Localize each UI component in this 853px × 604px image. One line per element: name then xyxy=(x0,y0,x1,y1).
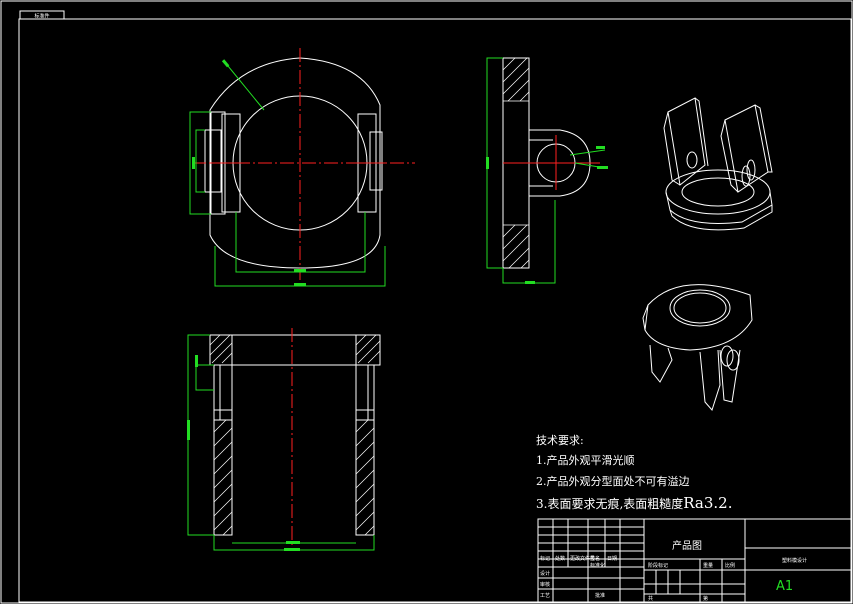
tb-label-change-doc: 更改文件号 xyxy=(570,556,596,562)
side-view xyxy=(486,57,608,284)
inner-frame xyxy=(18,18,852,603)
tb-label-weight: 重量 xyxy=(703,563,714,569)
tb-label-mark: 标记 xyxy=(540,556,551,562)
tb-label-sign: 签名 xyxy=(590,556,601,562)
company-name: 塑料模设计 xyxy=(782,558,808,564)
sheet-size: A1 xyxy=(776,579,794,594)
corner-label-box: 标准件 xyxy=(19,10,65,20)
tb-label-designer: 设计 xyxy=(540,571,551,577)
tb-label-sheet-no: 第 xyxy=(703,596,709,602)
tech-req-item-3-text: 3.表面要求无痕,表面粗糙度 xyxy=(536,497,684,511)
top-view xyxy=(189,48,415,287)
title-block xyxy=(537,518,852,603)
section-view xyxy=(187,328,381,551)
tech-req-item-1: 1.产品外观平滑光顺 xyxy=(536,454,635,467)
tb-label-date: 日期 xyxy=(607,556,618,562)
tb-label-count: 处数 xyxy=(555,556,566,562)
tb-label-scale: 比例 xyxy=(725,563,736,569)
drawing-name: 产品图 xyxy=(672,541,702,552)
tb-label-sheet-total: 共 xyxy=(648,596,654,602)
flange-outline xyxy=(209,57,381,269)
tech-req-item-3: 3.表面要求无痕,表面粗糙度Ra3.2. xyxy=(536,494,732,512)
corner-label: 标准件 xyxy=(34,13,49,20)
tb-label-approve: 批准 xyxy=(595,593,606,599)
tb-label-craft: 工艺 xyxy=(540,593,551,599)
technical-requirements: 技术要求: 1.产品外观平滑光顺 2.产品外观分型面处不可有溢边 3.表面要求无… xyxy=(536,432,732,512)
tb-label-standard: 标准化 xyxy=(590,563,606,569)
tb-label-checker: 审核 xyxy=(540,582,551,588)
isometric-view-upper xyxy=(663,97,773,231)
tech-req-item-2: 2.产品外观分型面处不可有溢边 xyxy=(536,475,690,488)
isometric-view-lower xyxy=(642,284,753,411)
roughness-value: Ra3.2. xyxy=(683,494,733,512)
tb-label-stage: 阶段标记 xyxy=(648,563,669,569)
tech-req-title: 技术要求: xyxy=(536,434,584,447)
